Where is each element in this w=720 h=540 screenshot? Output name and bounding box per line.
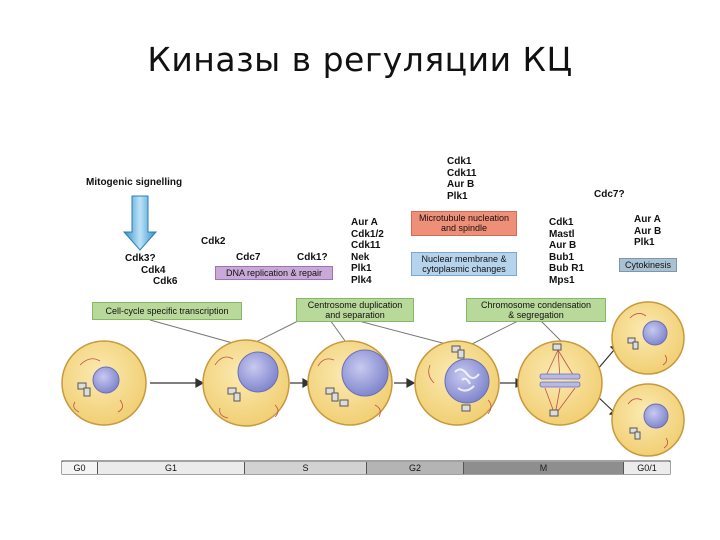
kinase-mastl: Mastl [549,228,575,240]
centrosome-icon [627,337,639,350]
microtubule-box: Microtubule nucleation and spindle [411,211,517,236]
centrosome-box: Centrosome duplication and separation [296,298,414,322]
page-title: Киназы в регуляции КЦ [147,40,573,79]
kinase-plk1: Plk1 [351,263,372,274]
phase-g1: G1 [98,462,245,474]
kinase-aura: Aur A [351,217,378,228]
g1-kinase-list: Cdk3? Cdk4 Cdk6 [125,253,177,288]
nuclear-box-line2: cytoplasmic changes [422,264,506,274]
phase-g2: G2 [367,462,464,474]
kinase-cdk1-top: Cdk1 [447,156,472,167]
kinase-cdk6: Cdk6 [153,276,178,287]
centrosome-icon [77,382,91,397]
centrosome-icon [629,427,641,440]
chromosome-box: Chromosome condensation & segregation [466,298,606,322]
centrosome-icon [227,387,241,402]
chromosome-box-line2: & segregation [508,310,564,320]
daughter-cell-top [611,301,685,375]
phase-g0: G0 [62,462,98,474]
microtubule-box-line2: and spindle [440,223,488,233]
kinase-cdk11-top: Cdk11 [447,167,477,179]
kinase-bubr1: Bub R1 [549,263,584,274]
kinase-cdc7-question: Cdc7? [594,189,625,200]
kinase-cdk1-question: Cdk1? [297,252,328,263]
nuclear-box-line1: Nuclear membrane & [421,254,507,264]
microtubule-box-line1: Microtubule nucleation [418,213,510,223]
centrosome-icon [549,343,562,417]
kinase-cdk1-m: Cdk1 [549,217,574,228]
phase-g0-1: G0/1 [624,462,670,474]
mitogenic-arrow [122,195,158,251]
kinase-aurb-top: Aur B [447,179,475,190]
kinase-cdk3: Cdk3? [125,253,156,264]
kinase-aurb-c: Aur B [634,225,662,237]
centrosome-box-line1: Centrosome duplication [307,300,403,310]
centrosome-kinase-list: Aur A Cdk1/2 Cdk11 Nek Plk1 Plk4 [351,217,384,286]
cytokinesis-box: Cytokinesis [619,258,677,272]
centrosome-box-line2: and separation [325,310,385,320]
kinase-plk4: Plk4 [351,274,372,286]
kinase-cdc7: Cdc7 [236,252,261,263]
kinase-cdk2: Cdk2 [201,236,226,247]
kinase-aura-c: Aur A [634,214,661,225]
kinase-plk1-c: Plk1 [634,237,655,248]
cell-g1 [202,339,290,427]
mitotic-kinase-list: Cdk1 Mastl Aur B Bub1 Bub R1 Mps1 [549,217,584,286]
centrosome-icon [325,387,349,407]
kinase-nek: Nek [351,251,370,263]
kinase-cdk11: Cdk11 [351,240,381,251]
microtubule-kinase-list: Cdk1 Cdk11 Aur B Plk1 [447,156,476,202]
cell-m [517,340,603,426]
transcription-box: Cell-cycle specific transcription [92,302,242,320]
cell-g0 [61,340,147,426]
cell-s [307,340,393,426]
cytokinesis-kinase-list: Aur A Aur B Plk1 [634,214,661,249]
nuclear-membrane-box: Nuclear membrane & cytoplasmic changes [411,252,517,276]
kinase-plk1-top: Plk1 [447,190,468,202]
kinase-cdk4: Cdk4 [141,264,166,276]
phase-s: S [245,462,367,474]
phase-m: M [464,462,624,474]
daughter-cell-bottom [611,383,685,457]
kinase-aurb-m: Aur B [549,240,577,251]
kinase-mps1: Mps1 [549,274,575,286]
dna-replication-box: DNA replication & repair [215,266,333,280]
mitogenic-signalling-label: Mitogenic signelling [86,177,183,188]
centrosome-icon [451,345,471,412]
chromosome-box-line1: Chromosome condensation [480,300,592,310]
kinase-bub1: Bub1 [549,251,574,263]
kinase-cdk1-2: Cdk1/2 [351,228,384,240]
cell-g2 [414,340,500,426]
